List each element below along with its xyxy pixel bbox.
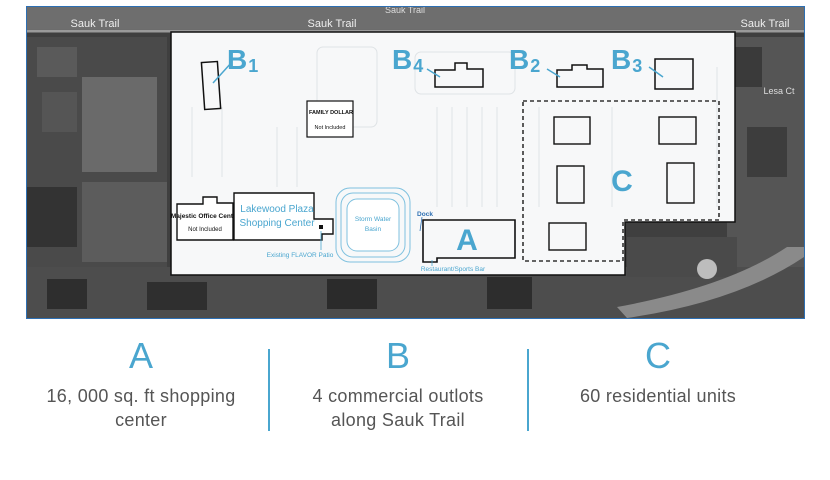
parcel-c-unit	[548, 222, 587, 251]
family-dollar-building: FAMILY DOLLAR Not Included	[306, 100, 354, 138]
patio-label: Existing FLAVOR Patio	[267, 252, 334, 259]
majestic-office-note: Not Included	[188, 227, 222, 233]
lakewood-plaza-building	[233, 192, 334, 241]
parcel-a-label: A	[456, 224, 478, 257]
legend-desc-c-line1: 60 residential units	[579, 386, 737, 406]
aerial-texture	[27, 7, 804, 318]
parcel-c-unit	[658, 116, 697, 145]
storm-basin-line1: Storm Water	[355, 216, 392, 223]
legend-desc-a-line1: 16, 000 sq. ft shopping	[46, 386, 236, 406]
legend-column-c: C 60 residential units	[533, 336, 783, 408]
street-label-left: Sauk Trail	[71, 18, 120, 30]
storm-basin-line2: Basin	[365, 226, 382, 233]
parcel-c-unit	[556, 165, 585, 204]
legend-column-b: B 4 commercial outlots along Sauk Trail	[273, 336, 523, 432]
parcel-b2-pointer	[546, 68, 561, 78]
parcel-b2-building	[556, 64, 604, 88]
family-dollar-logo: FAMILY DOLLAR	[309, 110, 353, 116]
legend-desc-c: 60 residential units	[533, 384, 783, 408]
street-label-mid: Sauk Trail	[308, 18, 357, 30]
parcel-c-unit	[666, 162, 695, 204]
legend-desc-b: 4 commercial outlots along Sauk Trail	[273, 384, 523, 432]
parcel-b4-building	[434, 62, 484, 88]
street-label-right: Sauk Trail	[741, 18, 790, 30]
parcel-b4-pointer	[426, 68, 441, 78]
parcel-b1-building	[200, 60, 222, 111]
lakewood-plaza-line2: Shopping Center	[239, 218, 315, 229]
parcel-b3-building	[654, 58, 694, 90]
legend-divider	[268, 349, 270, 431]
legend-desc-b-line1: 4 commercial outlots	[312, 386, 484, 406]
parcel-a-building	[422, 219, 516, 263]
parcel-b2-label: B2	[509, 44, 540, 76]
family-dollar-note: Not Included	[315, 125, 346, 131]
street-label-top: Sauk Trail	[385, 7, 425, 15]
restaurant-label: Restaurant/Sports Bar	[421, 266, 486, 273]
parcel-b3-label: B3	[611, 44, 642, 76]
dock-pointer	[419, 216, 423, 232]
storm-water-basin: Storm Water Basin	[335, 187, 411, 263]
parcel-c-label: C	[611, 165, 633, 198]
legend-desc-a-line2: center	[115, 410, 167, 430]
parcel-b1-label: B1	[227, 44, 258, 76]
dock-label: Dock	[417, 211, 433, 218]
legend-desc-a: 16, 000 sq. ft shopping center	[16, 384, 266, 432]
legend-letter-c: C	[645, 335, 671, 376]
legend-letter-b: B	[385, 335, 410, 376]
majestic-office-name: Majestic Office Center	[171, 213, 240, 220]
legend-desc-b-line2: along Sauk Trail	[331, 410, 465, 430]
parcel-b3-pointer	[648, 66, 664, 78]
street-label-lesa: Lesa Ct	[763, 86, 795, 96]
patio-marker	[319, 225, 323, 229]
legend-letter-a: A	[128, 335, 153, 376]
parcel-c-boundary	[522, 100, 720, 262]
parcel-b4-label: B4	[392, 44, 423, 76]
majestic-office-building	[176, 196, 234, 241]
legend-divider	[527, 349, 529, 431]
lakewood-plaza-line1: Lakewood Plaza	[240, 204, 314, 215]
site-map: Sauk Trail Sauk Trail Sauk Trail Sauk Tr…	[26, 6, 805, 319]
parcel-b1-pointer	[212, 61, 233, 84]
legend-column-a: A 16, 000 sq. ft shopping center	[16, 336, 266, 432]
parcel-c-unit	[553, 116, 591, 145]
